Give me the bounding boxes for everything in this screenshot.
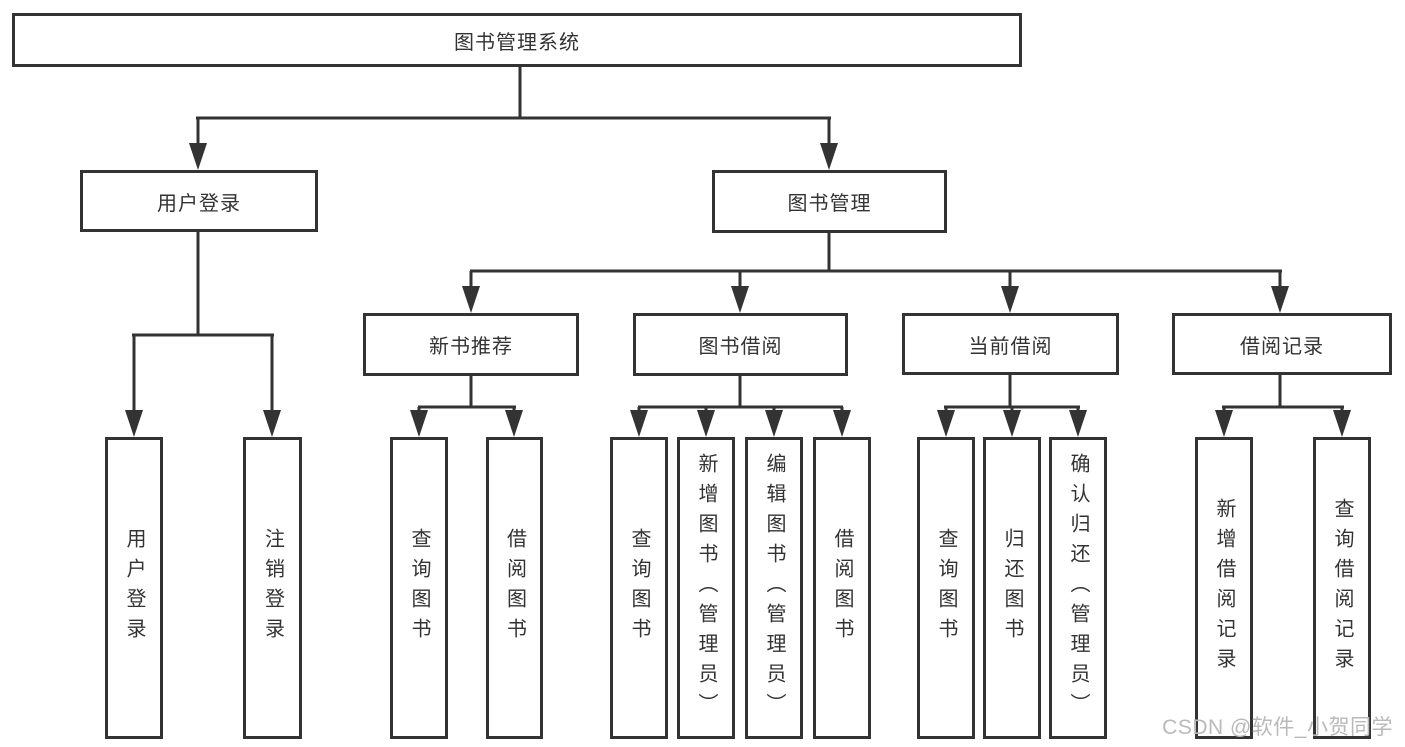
node-book-management-label: 图书管理 [787, 193, 872, 215]
watermark: CSDN @软件_小贺同学 [1162, 716, 1393, 739]
leaf-query-book-recommend-label: 查询图书 [408, 528, 430, 648]
leaf-query-book-current-label: 查询图书 [935, 528, 957, 648]
leaf-user-login-label: 用户登录 [123, 528, 145, 648]
node-new-book-recommend: 新书推荐 [363, 313, 579, 376]
node-book-borrow-label: 图书借阅 [698, 336, 783, 358]
leaf-add-borrow-record-label: 新增借阅记录 [1213, 498, 1235, 678]
leaf-query-book-borrow-label: 查询图书 [628, 528, 650, 648]
leaf-borrow-book-recommend-label: 借阅图书 [503, 528, 526, 648]
node-new-book-recommend-label: 新书推荐 [429, 336, 513, 358]
node-book-management: 图书管理 [712, 170, 947, 233]
leaf-query-borrow-record-label: 查询借阅记录 [1331, 498, 1353, 678]
leaf-query-book-current: 查询图书 [917, 437, 975, 739]
node-borrow-records-label: 借阅记录 [1240, 335, 1324, 358]
leaf-add-book-admin: 新增图书（管理员） [677, 437, 735, 739]
leaf-borrow-book-label: 借阅图书 [831, 528, 853, 648]
node-book-borrow: 图书借阅 [633, 313, 848, 376]
leaf-add-borrow-record: 新增借阅记录 [1195, 437, 1253, 739]
leaf-confirm-return-admin-label: 确认归还（管理员） [1067, 453, 1089, 723]
node-user-login: 用户登录 [80, 170, 318, 232]
leaf-borrow-book-recommend: 借阅图书 [486, 437, 543, 739]
leaf-return-book: 归还图书 [983, 437, 1041, 739]
leaf-confirm-return-admin: 确认归还（管理员） [1049, 437, 1107, 739]
leaf-borrow-book: 借阅图书 [813, 437, 871, 739]
leaf-logout: 注销登录 [243, 437, 302, 739]
node-current-borrow-label: 当前借阅 [968, 335, 1053, 358]
leaf-logout-label: 注销登录 [261, 528, 284, 648]
leaf-edit-book-admin-label: 编辑图书（管理员） [763, 453, 785, 723]
leaf-user-login: 用户登录 [105, 437, 163, 739]
leaf-add-book-admin-label: 新增图书（管理员） [695, 453, 717, 723]
leaf-return-book-label: 归还图书 [1001, 528, 1023, 648]
leaf-query-borrow-record: 查询借阅记录 [1313, 437, 1371, 739]
node-current-borrow: 当前借阅 [902, 313, 1119, 375]
leaf-query-book-borrow: 查询图书 [610, 437, 668, 739]
node-borrow-records: 借阅记录 [1172, 313, 1392, 375]
leaf-query-book-recommend: 查询图书 [390, 437, 448, 739]
node-root-label: 图书管理系统 [454, 31, 580, 54]
node-user-login-label: 用户登录 [157, 192, 241, 215]
node-root: 图书管理系统 [12, 13, 1022, 67]
leaf-edit-book-admin: 编辑图书（管理员） [745, 437, 803, 739]
